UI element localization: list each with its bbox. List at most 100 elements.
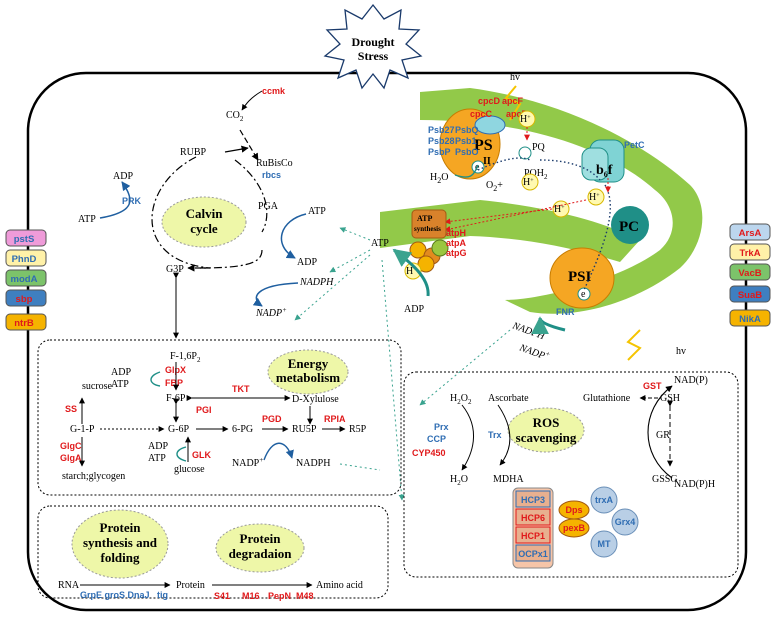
gene-apcb: apcB xyxy=(506,109,529,119)
adp-energy: ADP xyxy=(111,367,131,378)
ps2-label: PS xyxy=(474,137,493,154)
co2: CO2 xyxy=(226,110,244,123)
gene-petc: PetC xyxy=(624,140,645,150)
ros-bubble xyxy=(507,407,585,453)
cytb6f-label: b6f xyxy=(596,163,613,179)
protein-synthesis-bubble xyxy=(71,509,169,579)
h-plus-right: H+ xyxy=(589,192,600,203)
f6p: F-6P xyxy=(166,393,186,404)
ascorbate: Ascorbate xyxy=(488,393,529,404)
ros-scavenging: ROS scavenging H2O2 Ascorbate Glutathion… xyxy=(412,375,715,569)
transporter-arsa: ArsA xyxy=(729,223,771,241)
arrow-atp-adp xyxy=(280,213,307,259)
adp-photo: ADP xyxy=(404,304,424,315)
arrow-prk xyxy=(99,181,131,219)
gene-dps: Dps xyxy=(565,505,582,515)
gene-ccmk: ccmk xyxy=(262,86,286,96)
connector-atp-energy xyxy=(294,254,371,321)
glucose: glucose xyxy=(174,464,205,475)
gene-hcp3: HCP3 xyxy=(521,495,545,505)
transporter-phnd: PhnD xyxy=(5,249,47,267)
transporter-label: TrkA xyxy=(739,248,760,259)
connector-atp-calvin xyxy=(339,227,371,241)
phycobilisome-icon xyxy=(474,115,506,135)
calvin-bubble xyxy=(161,196,247,248)
h2o2: H2O2 xyxy=(450,393,472,406)
connector-atp-nadph xyxy=(329,249,371,273)
ros-title-1: ROS xyxy=(533,415,560,430)
rubp: RUBP xyxy=(180,147,207,158)
gene-tig: tig xyxy=(157,590,168,600)
ps2-roman: II xyxy=(483,156,491,167)
transporter-moda: modA xyxy=(5,269,47,287)
starch: starch;glycogen xyxy=(62,471,125,482)
nadph-energy: NADPH xyxy=(296,458,330,469)
protein-section: Protein synthesis and folding Protein de… xyxy=(58,509,363,601)
pqh2: PQH2 xyxy=(524,168,548,181)
gene-trx: Trx xyxy=(488,430,502,440)
gene-pgd: PGD xyxy=(262,414,282,424)
rna: RNA xyxy=(58,580,80,591)
pexb-bubble xyxy=(558,518,590,538)
arrow-h2o2-h2o xyxy=(461,404,475,471)
transporter-label: sbp xyxy=(16,294,33,305)
arrow-gr-cycle xyxy=(647,385,673,479)
gene-pexb: pexB xyxy=(563,523,586,533)
h-plus-top: H+ xyxy=(520,114,531,125)
g6p: G-6P xyxy=(168,424,190,435)
protein-label: Protein xyxy=(176,580,205,591)
calvin-title-1: Calvin xyxy=(186,206,224,221)
gene-glga: GlgA xyxy=(60,453,82,463)
gene-apcf: apcF xyxy=(502,96,524,106)
gene-cpcd: cpcD xyxy=(478,96,501,106)
adp-right: ADP xyxy=(297,257,317,268)
protein-deg-2: degradaion xyxy=(229,546,293,561)
hcp-box xyxy=(515,544,551,562)
atp-energy: ATP xyxy=(111,379,129,390)
proton-bubble xyxy=(521,173,539,191)
nadph-ros: NAD(P)H xyxy=(674,479,715,490)
arrow-glk xyxy=(176,446,187,462)
nadp-calvin: NADP+ xyxy=(255,306,287,319)
gene-m48: M48 xyxy=(296,591,314,601)
stress-line1: Drought xyxy=(351,35,394,49)
gene-glgc: GlgC xyxy=(60,441,82,451)
gene-grx4: Grx4 xyxy=(615,517,636,527)
transporter-label: SuaB xyxy=(738,290,762,301)
arrow-ascorbate-mdha xyxy=(497,404,511,466)
gene-cyp450: CYP450 xyxy=(412,448,446,458)
amino-acid: Amino acid xyxy=(316,580,363,591)
gene-rbcs: rbcs xyxy=(262,170,281,180)
arrow-co2 xyxy=(239,129,259,161)
h-plus-mid: H+ xyxy=(554,204,565,215)
gene-glk: GLK xyxy=(192,450,211,460)
transporter-label: PhnD xyxy=(12,254,37,265)
transporters-left: pstS PhnD modA sbp ntrB xyxy=(5,229,47,331)
electron-icon xyxy=(471,160,485,174)
gene-prx: Prx xyxy=(434,422,449,432)
arrow-fbp xyxy=(150,371,161,387)
transporters-right: ArsA TrkA VacB SuaB NikA xyxy=(729,223,771,327)
gene-fnr: FNR xyxy=(556,307,575,317)
pg6: 6-PG xyxy=(232,424,253,435)
proton-bubble xyxy=(404,262,422,280)
gene-mt: MT xyxy=(598,539,611,549)
nadp-photo: NADP+ xyxy=(517,340,552,363)
proton-bubble xyxy=(552,200,570,218)
mdha: MDHA xyxy=(493,474,524,485)
light-ray-top xyxy=(504,85,522,121)
electron-flow xyxy=(477,157,611,291)
mt-bubble xyxy=(590,530,618,558)
energy-title-2: metabolism xyxy=(276,370,340,385)
adp-left: ADP xyxy=(113,171,133,182)
ps1-label: PSI xyxy=(568,269,592,285)
protein-synth-1: Protein xyxy=(100,520,142,535)
gsh: GSH xyxy=(660,393,680,404)
o2-photo: O2+ xyxy=(486,180,503,193)
gene-tkt: TKT xyxy=(232,384,250,394)
gene-s41: S41 xyxy=(214,591,230,601)
h2o-ros: H2O xyxy=(450,474,468,487)
transporter-label: ntrB xyxy=(14,318,34,329)
gene-psb27: Psb27 xyxy=(428,125,455,135)
gene-psbq: PsbQ xyxy=(455,125,479,135)
